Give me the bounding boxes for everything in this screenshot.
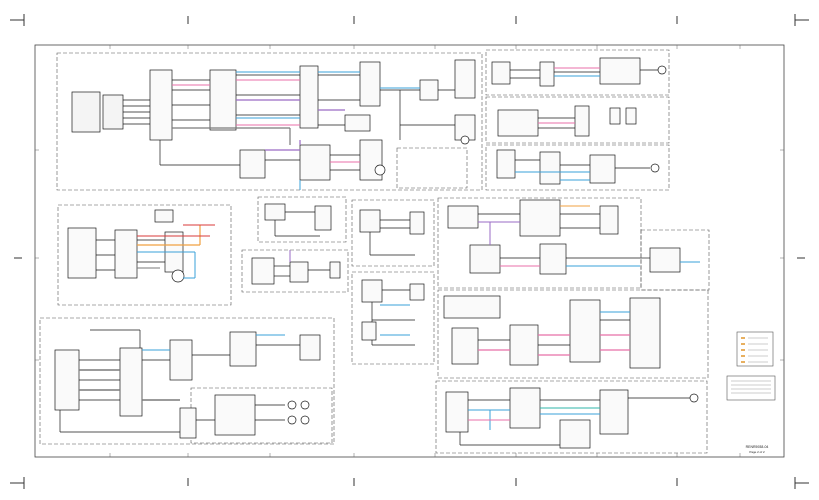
frame-zone-ticks xyxy=(35,45,784,457)
zone-center-small-1 xyxy=(257,196,347,243)
zone-mini-box xyxy=(396,147,468,189)
drawing-frame xyxy=(34,44,785,458)
zone-left-mid xyxy=(57,204,232,306)
zone-boxes xyxy=(39,49,710,454)
zone-cab-lower-right xyxy=(485,144,670,191)
center-small-wires xyxy=(251,203,425,346)
zone-bottom-left xyxy=(39,317,335,445)
center-small-color-wires xyxy=(289,250,410,336)
legend-box xyxy=(736,331,774,367)
zone-bottom-left-inner xyxy=(190,387,333,444)
crop-marks xyxy=(10,14,809,489)
notes-box xyxy=(726,375,776,401)
title-block-line2: Page 2 of 2 xyxy=(749,450,765,454)
zone-cab-mid-right xyxy=(485,96,670,144)
zone-bottom-right xyxy=(435,380,708,454)
zone-center-small-2 xyxy=(241,249,349,293)
engine-harness-wires xyxy=(71,59,476,190)
zone-right-lower xyxy=(437,289,709,379)
zone-engine-harness xyxy=(56,52,483,191)
zone-center-col-2 xyxy=(351,271,435,365)
right-mid-wires xyxy=(447,199,700,275)
left-mid-wires xyxy=(67,209,215,283)
bottom-left-wires xyxy=(54,329,321,439)
cab-harness-wires xyxy=(491,57,667,185)
zone-cab-top-right xyxy=(485,49,670,96)
zone-center-col-1 xyxy=(351,199,435,267)
bottom-right-wires xyxy=(445,387,699,449)
right-lower-wires xyxy=(443,295,661,369)
title-block-line1: RENR5938-04 xyxy=(746,445,769,449)
